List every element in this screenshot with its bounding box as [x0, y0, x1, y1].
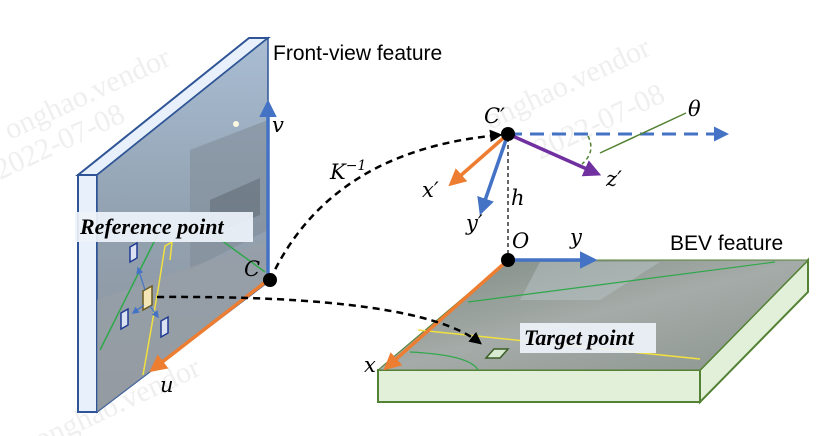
offset-arrow — [131, 304, 145, 314]
front-view-side-face — [77, 174, 98, 413]
angle-theta-label: θ — [688, 97, 701, 121]
camera-point-c-label: C — [244, 257, 260, 281]
lane-line-yellow — [142, 240, 173, 376]
lane-line-green — [467, 261, 776, 303]
reference-point-group — [120, 241, 169, 339]
reference-point-label: Reference point — [79, 214, 224, 239]
axis-u-arrow — [149, 278, 270, 373]
offset-arrow — [136, 266, 146, 291]
k-inverse-label: K−1 — [329, 158, 366, 184]
axis-x-arrow — [383, 258, 510, 371]
offset-arrow — [149, 305, 159, 319]
axis-v-label: v — [272, 113, 284, 137]
target-point-label: Target point — [524, 325, 635, 350]
k-symbol: K — [329, 160, 347, 184]
axis-y-prime-arrow — [477, 133, 510, 216]
offset-point-marker — [120, 307, 129, 331]
lane-line-green — [409, 351, 479, 371]
camera-point-c-prime — [501, 127, 515, 141]
target-point-marker — [484, 348, 510, 359]
offset-point-marker — [160, 315, 169, 339]
axis-x-prime-label: x′ — [422, 178, 439, 202]
projection-curve-k-inverse — [268, 129, 503, 281]
bev-panel — [376, 257, 810, 405]
axis-x-prime-arrow — [448, 132, 510, 187]
axis-u-label: u — [160, 373, 174, 397]
projection-curve-reference-to-target — [156, 295, 482, 345]
reference-point-marker — [142, 284, 153, 312]
axis-z-prime-label: z′ — [605, 167, 622, 191]
k-exponent: −1 — [346, 158, 367, 174]
target-point-label-bg — [520, 323, 656, 353]
front-view-road — [97, 240, 268, 412]
angle-arc — [581, 135, 592, 165]
front-view-feature-label: Front-view feature — [273, 42, 442, 65]
axis-x-label: x — [364, 353, 376, 377]
axis-y-prime-label: y′ — [465, 211, 483, 235]
bev-front-face — [377, 369, 701, 403]
reference-point-label-bg — [75, 212, 253, 242]
axis-z-prime-arrow — [507, 132, 602, 177]
angle-leader-line — [599, 112, 687, 154]
front-view-light — [233, 121, 239, 127]
origin-label: O — [512, 229, 529, 253]
bev-feature-label: BEV feature — [670, 232, 783, 255]
bev-top-face — [376, 259, 810, 371]
axis-y-label: y — [569, 225, 583, 249]
height-label: h — [511, 186, 525, 210]
origin-point — [501, 253, 515, 267]
lane-line-green — [99, 229, 161, 351]
camera-point-c-prime-label: C′ — [484, 104, 505, 128]
offset-point-marker — [129, 241, 138, 264]
camera-point-c — [263, 273, 277, 287]
